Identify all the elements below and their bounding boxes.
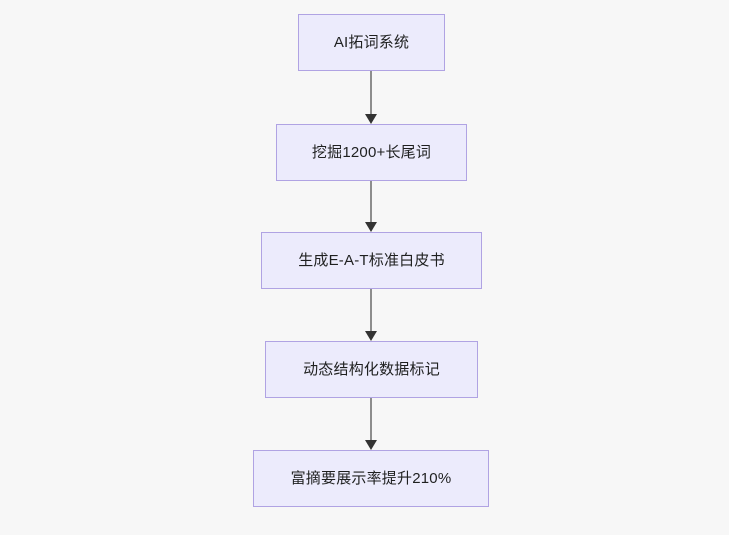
flow-edge-n2-to-n3 (363, 181, 379, 232)
flow-edge-n4-to-n5 (363, 398, 379, 450)
flow-node-n4[interactable]: 动态结构化数据标记 (265, 341, 478, 398)
flow-node-label: 生成E-A-T标准白皮书 (298, 251, 445, 269)
flow-edge-n3-to-n4 (363, 289, 379, 341)
arrowhead-icon (365, 440, 377, 450)
flow-edge-n1-to-n2 (363, 71, 379, 124)
flow-node-label: 富摘要展示率提升210% (290, 469, 452, 487)
arrowhead-icon (365, 331, 377, 341)
flow-node-n2[interactable]: 挖掘1200+长尾词 (276, 124, 467, 181)
arrowhead-icon (365, 222, 377, 232)
flow-node-label: 挖掘1200+长尾词 (311, 143, 432, 161)
flow-node-n5[interactable]: 富摘要展示率提升210% (253, 450, 489, 507)
arrowhead-icon (365, 114, 377, 124)
flow-node-n1[interactable]: AI拓词系统 (298, 14, 445, 71)
flow-node-n3[interactable]: 生成E-A-T标准白皮书 (261, 232, 482, 289)
flow-node-label: 动态结构化数据标记 (303, 360, 440, 378)
flow-node-label: AI拓词系统 (333, 33, 410, 51)
